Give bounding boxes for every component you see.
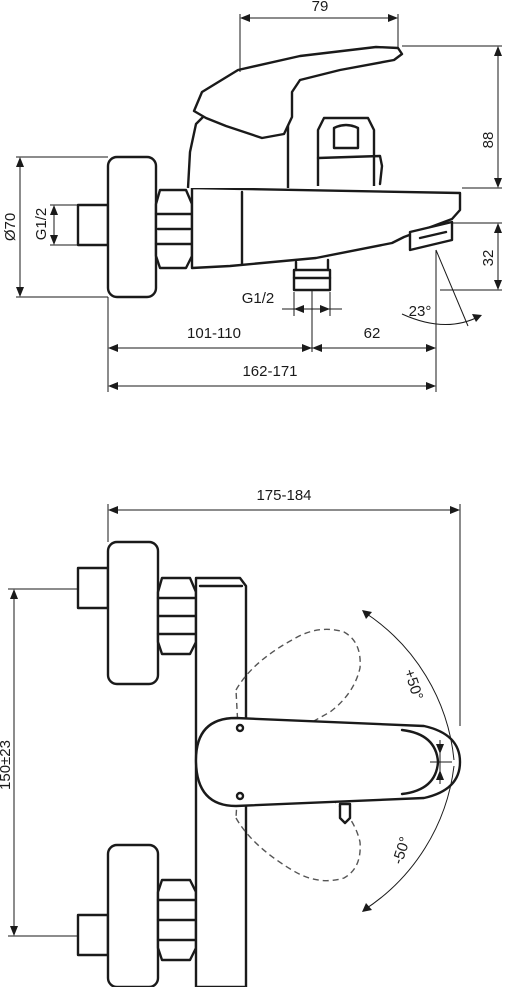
dim-62: 62: [364, 325, 381, 342]
dim-lever-minus50: -50°: [389, 835, 414, 867]
wall-flange: [106, 155, 158, 299]
lever-handle-front: [194, 716, 462, 808]
diverter-pin: [338, 802, 352, 825]
inlet-pipe-lower: [76, 913, 110, 957]
wall-flange-upper: [106, 540, 160, 686]
dim-79: 79: [312, 0, 329, 15]
inlet-pipe-upper: [76, 566, 110, 610]
dim-lever-plus50: +50°: [400, 667, 426, 702]
dim-88: 88: [480, 132, 497, 149]
dim-32: 32: [480, 250, 497, 267]
dim-101-110: 101-110: [187, 325, 241, 342]
dim-175-184: 175-184: [256, 487, 311, 504]
dim-diameter-70: Ø70: [2, 213, 19, 241]
wall-flange-lower: [106, 843, 160, 987]
lever-handle: [192, 45, 404, 140]
side-view: 79 88 32 Ø70 G1/2 G1/2: [2, 0, 502, 392]
inlet-pipe: [76, 203, 110, 247]
diverter-knob: [316, 116, 376, 186]
dim-inlet-thread: G1/2: [33, 208, 50, 241]
front-view: +50° -50° 175-184 150±23: [0, 487, 462, 987]
mixer-body: [190, 186, 462, 270]
dim-angle-23: 23°: [409, 303, 432, 320]
dim-outlet-thread: G1/2: [242, 290, 275, 307]
dim-150-23: 150±23: [0, 740, 14, 790]
dim-162-171: 162-171: [242, 363, 297, 380]
shower-outlet: [292, 268, 332, 292]
